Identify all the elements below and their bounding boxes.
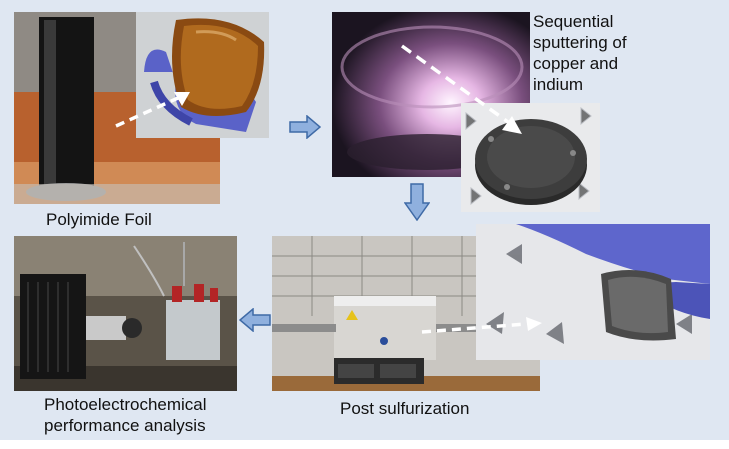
sputtering-label-line-3: copper and xyxy=(533,54,619,73)
dashed-pointer-arrow-icon xyxy=(400,44,522,134)
dashed-pointer-arrow-icon xyxy=(421,317,542,334)
left-arrow-icon xyxy=(239,308,271,332)
photoelectrochemical-setup-photo xyxy=(14,236,237,391)
sputtering-label-line-1: Sequential xyxy=(533,12,614,31)
photoelectrochemical-label: Photoelectrochemical performance analysi… xyxy=(44,394,207,436)
post-sulfurization-label: Post sulfurization xyxy=(340,399,470,418)
glove-sulfurized-sample-image xyxy=(476,224,710,360)
dashed-pointer-arrow-icon xyxy=(115,92,190,128)
sputtering-label-line-4: indium xyxy=(533,75,584,94)
flow-arrow-right-1 xyxy=(289,115,321,139)
sputtering-label-line-2: sputtering of xyxy=(533,33,627,52)
sample-holder-photo xyxy=(461,103,600,212)
polyimide-foil-label: Polyimide Foil xyxy=(46,210,152,229)
foil-dashed-pointer xyxy=(112,88,194,130)
flow-arrow-down xyxy=(404,183,430,221)
pec-cell-image xyxy=(14,236,237,391)
sputtering-label: Sequential sputtering of copper and indi… xyxy=(533,11,627,95)
photoelectrochemical-label-line-1: Photoelectrochemical xyxy=(44,395,207,414)
sulfurization-dashed-pointer xyxy=(420,316,544,338)
glove-holding-foil-photo xyxy=(136,12,269,138)
sulfurized-sample-photo xyxy=(476,224,710,360)
right-arrow-icon xyxy=(289,115,321,139)
process-diagram-panel: Polyimide Foil xyxy=(0,0,729,440)
photoelectrochemical-label-line-2: performance analysis xyxy=(44,416,206,435)
glove-foil-image xyxy=(136,12,269,138)
down-arrow-icon xyxy=(404,183,430,221)
sample-holder-image xyxy=(461,103,600,212)
flow-arrow-left xyxy=(239,308,271,332)
sputter-dashed-pointer xyxy=(398,42,526,138)
